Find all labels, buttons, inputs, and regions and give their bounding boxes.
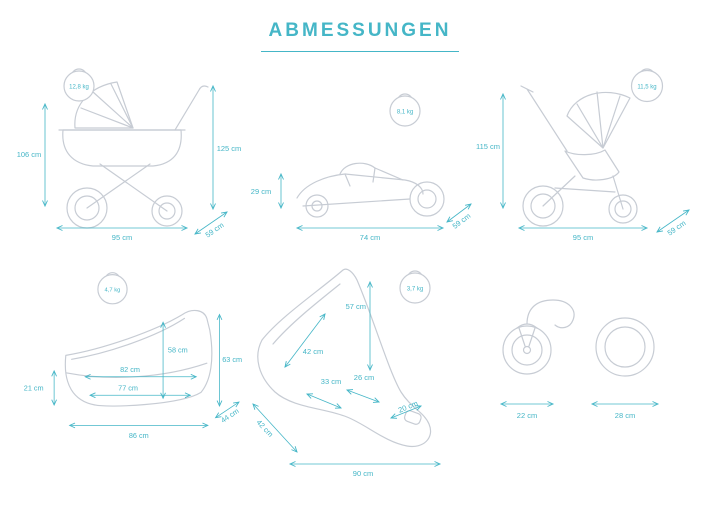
weight-label: 4,7 kg	[105, 288, 121, 294]
kettlebell-weight-icon: 12,8 kg	[63, 68, 95, 102]
dim-depth: 59 cm	[446, 203, 473, 231]
panel-wheels: 22 cm 28 cm	[475, 262, 705, 482]
dim-label: 86 cm	[129, 431, 149, 440]
dim-back-length: 42 cm	[284, 313, 326, 368]
dim-width: 95 cm	[55, 225, 189, 242]
kettlebell-weight-icon: 3,7 kg	[399, 270, 431, 304]
dim-label: 33 cm	[321, 377, 341, 386]
dim-diagonal: 42 cm	[252, 403, 298, 453]
dim-label: 90 cm	[353, 469, 373, 478]
weight-label: 12,8 kg	[69, 85, 89, 91]
dim-length: 86 cm	[68, 422, 209, 440]
dim-label: 63 cm	[222, 355, 242, 364]
dim-label: 22 cm	[517, 411, 537, 420]
dim-height: 57 cm	[346, 280, 373, 372]
folded-stroller-illustration	[296, 162, 445, 218]
dim-front-diameter: 22 cm	[499, 401, 555, 420]
dim-width: 74 cm	[295, 225, 445, 242]
dim-inner-height: 58 cm	[160, 321, 188, 400]
dim-label: 59 cm	[666, 218, 688, 237]
dim-label: 82 cm	[120, 365, 140, 374]
dim-label: 95 cm	[573, 233, 593, 242]
dim-label: 95 cm	[112, 233, 132, 242]
weight-label: 3,7 kg	[407, 287, 423, 293]
folded-stroller-diagram: 8,1 kg 29 cm 74 cm 59 cm	[251, 93, 473, 242]
sport-stroller-illustration	[520, 85, 638, 227]
dim-length: 90 cm	[288, 461, 442, 478]
dim-label: 125 cm	[217, 144, 242, 153]
title-underline	[261, 51, 459, 52]
dim-label: 58 cm	[168, 345, 188, 354]
dim-label: 106 cm	[17, 150, 42, 159]
wheels-diagram: 22 cm 28 cm	[499, 299, 660, 420]
rear-wheel-illustration	[595, 317, 655, 377]
carrycot-illustration	[64, 309, 213, 407]
dim-outer-height: 63 cm	[216, 313, 242, 408]
weight-label: 11,5 kg	[637, 85, 656, 91]
dim-height-right: 125 cm	[210, 84, 242, 211]
panel-pram: 12,8 kg 106 cm 125 cm 95 cm 59 cm	[15, 56, 245, 256]
dim-rear-diameter: 28 cm	[590, 401, 660, 420]
panel-carrycot: 4,7 kg 58 cm 82 cm 77 cm 21 cm	[15, 262, 245, 482]
page-title: ABMESSUNGEN	[268, 20, 452, 41]
dim-depth: 59 cm	[656, 209, 690, 237]
dim-apron-height: 21 cm	[24, 369, 57, 407]
dim-label: 26 cm	[354, 373, 374, 382]
weight-label: 8,1 kg	[397, 110, 413, 116]
dim-label: 74 cm	[360, 233, 380, 242]
dim-height: 29 cm	[251, 172, 284, 210]
dim-label: 42 cm	[303, 347, 323, 356]
sport-stroller-diagram: 11,5 kg 115 cm 95 cm 59 cm	[476, 68, 690, 242]
dim-label: 57 cm	[346, 302, 366, 311]
dim-label: 59 cm	[204, 220, 226, 239]
dim-label: 115 cm	[476, 142, 500, 151]
dim-depth: 59 cm	[194, 211, 228, 239]
dim-label: 21 cm	[24, 383, 44, 392]
dim-foot-width: 20 cm	[389, 399, 423, 419]
dim-label: 29 cm	[251, 187, 271, 196]
panel-carseat: 3,7 kg 57 cm 42 cm 33 cm 26 cm	[245, 262, 475, 482]
dim-label: 77 cm	[118, 383, 138, 392]
carrycot-diagram: 4,7 kg 58 cm 82 cm 77 cm 21 cm	[24, 272, 242, 440]
dim-label: 42 cm	[255, 418, 276, 439]
front-wheel-illustration	[502, 299, 575, 375]
dim-seat-width: 26 cm	[345, 373, 381, 403]
dim-width: 95 cm	[517, 225, 649, 242]
dim-label: 44 cm	[219, 406, 240, 425]
dim-height-left: 106 cm	[17, 102, 48, 208]
dim-inner-length-top: 82 cm	[84, 365, 198, 380]
panel-folded: 8,1 kg 29 cm 74 cm 59 cm	[245, 56, 475, 256]
pram-illustration	[58, 81, 209, 229]
panel-sport: 11,5 kg 115 cm 95 cm 59 cm	[475, 56, 705, 256]
carseat-diagram: 3,7 kg 57 cm 42 cm 33 cm 26 cm	[252, 268, 442, 478]
kettlebell-weight-icon: 4,7 kg	[97, 272, 128, 305]
dim-seat-depth: 33 cm	[305, 377, 343, 409]
kettlebell-weight-icon: 8,1 kg	[389, 93, 421, 127]
dim-height: 115 cm	[476, 92, 506, 210]
kettlebell-weight-icon: 11,5 kg	[630, 68, 664, 103]
pram-diagram: 12,8 kg 106 cm 125 cm 95 cm 59 cm	[17, 68, 242, 242]
dim-label: 59 cm	[451, 211, 473, 230]
dim-inner-length-bottom: 77 cm	[89, 383, 192, 399]
panels-grid: 12,8 kg 106 cm 125 cm 95 cm 59 cm	[0, 56, 720, 482]
dim-label: 28 cm	[615, 411, 635, 420]
